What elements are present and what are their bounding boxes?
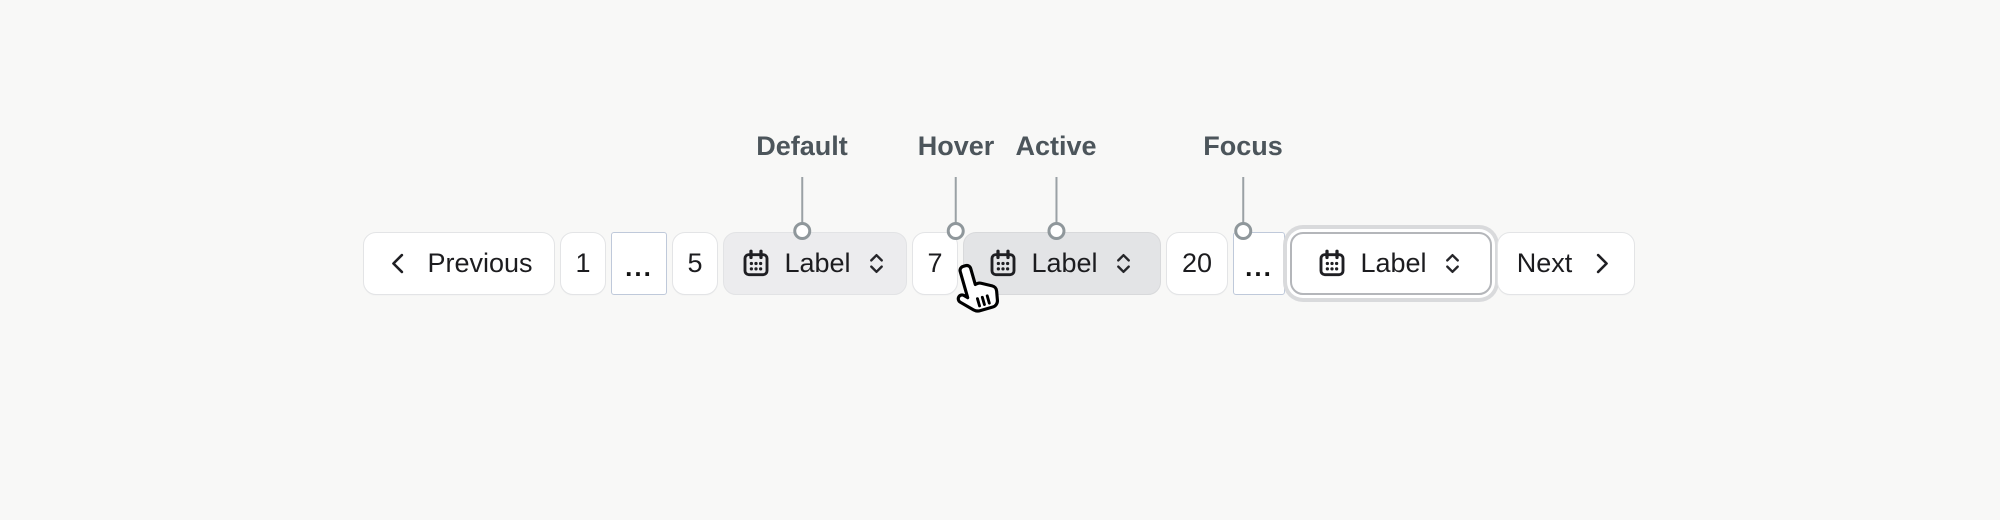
pagination: Previous 1 ... 5 Label	[363, 232, 1635, 295]
ellipsis-label: ...	[1245, 251, 1273, 282]
annotation-default: Default	[756, 131, 848, 240]
page-button-7[interactable]: 7	[912, 232, 958, 295]
calendar-icon	[1317, 249, 1347, 279]
page-button-5[interactable]: 5	[672, 232, 718, 295]
previous-label: Previous	[427, 248, 533, 278]
state-label: Hover	[917, 131, 995, 161]
calendar-icon	[988, 249, 1018, 279]
connector-dot	[1046, 222, 1065, 240]
chevrons-up-down-icon	[864, 251, 889, 276]
page-label: 5	[687, 248, 703, 278]
annotation-active: Active	[1015, 131, 1097, 240]
page-button-1[interactable]: 1	[560, 232, 606, 295]
ellipsis-item: ...	[611, 232, 667, 295]
page-label: 1	[575, 248, 591, 278]
next-button[interactable]: Next	[1497, 232, 1635, 295]
dropdown-label: Label	[1031, 248, 1098, 278]
chevrons-up-down-icon	[1440, 251, 1465, 276]
connector-line	[1054, 177, 1057, 224]
state-label: Active	[1015, 131, 1097, 161]
calendar-icon	[741, 249, 771, 279]
connector-dot	[947, 222, 965, 240]
date-dropdown-default[interactable]: Label	[723, 232, 907, 295]
next-label: Next	[1516, 248, 1573, 278]
ellipsis-label: ...	[625, 251, 653, 282]
hand-pointer-cursor-icon	[946, 258, 1004, 325]
page-button-20[interactable]: 20	[1166, 232, 1228, 295]
page-label: 20	[1181, 248, 1213, 278]
page-label: 7	[927, 248, 943, 278]
chevron-right-icon	[1588, 250, 1615, 277]
chevrons-up-down-icon	[1111, 251, 1136, 276]
annotation-focus: Focus	[1203, 131, 1283, 240]
ellipsis-item: ...	[1233, 232, 1285, 295]
annotation-hover: Hover	[917, 131, 995, 240]
state-label: Focus	[1203, 131, 1283, 161]
connector-dot	[792, 222, 811, 240]
connector-dot	[1233, 222, 1252, 240]
date-dropdown-focus[interactable]: Label	[1290, 232, 1492, 295]
previous-button[interactable]: Previous	[363, 232, 555, 295]
dropdown-label: Label	[1360, 248, 1427, 278]
connector-line	[1241, 177, 1244, 224]
date-dropdown-active[interactable]: Label	[963, 232, 1161, 295]
dropdown-label: Label	[784, 248, 851, 278]
chevron-left-icon	[385, 250, 412, 277]
connector-line	[955, 177, 957, 224]
state-label: Default	[756, 131, 848, 161]
connector-line	[800, 177, 803, 224]
